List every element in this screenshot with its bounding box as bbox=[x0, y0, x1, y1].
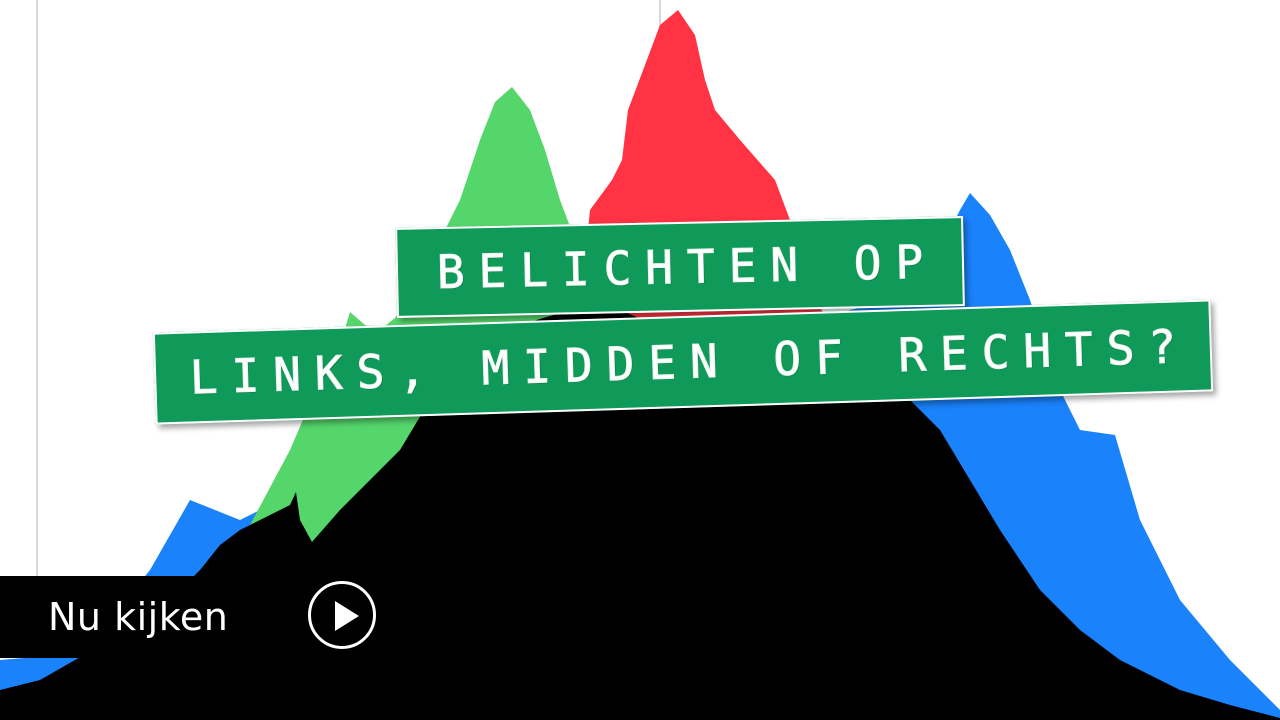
play-icon bbox=[335, 601, 359, 631]
title-line-2: links, midden of rechts? bbox=[189, 319, 1192, 405]
title-strip-1: Belichten op bbox=[395, 216, 965, 318]
play-button[interactable] bbox=[308, 581, 376, 649]
watch-now-bar[interactable]: Nu kijken bbox=[0, 576, 410, 658]
watch-now-label: Nu kijken bbox=[48, 595, 229, 639]
title-line-1: Belichten op bbox=[436, 234, 938, 300]
